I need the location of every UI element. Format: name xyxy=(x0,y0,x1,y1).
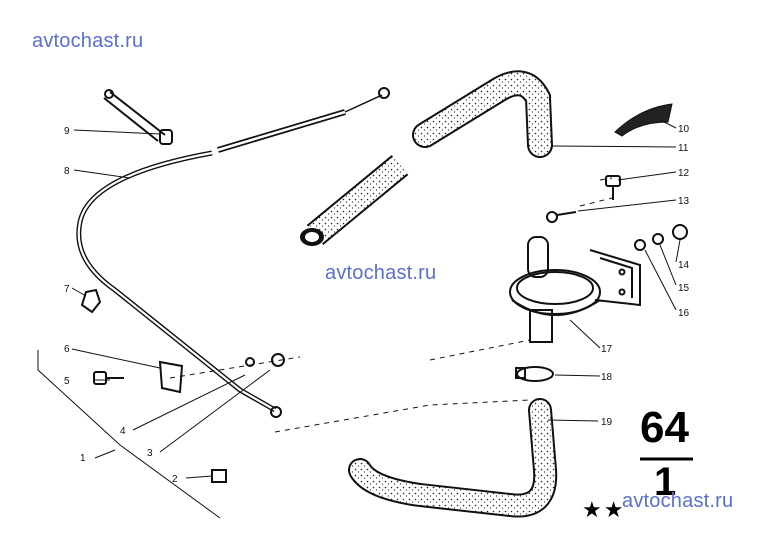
bolt-5 xyxy=(93,371,124,385)
callout-6: 6 xyxy=(64,344,70,355)
callout-10: 10 xyxy=(678,124,690,135)
callout-4: 4 xyxy=(120,426,126,437)
callout-13: 13 xyxy=(678,196,690,207)
washer-15 xyxy=(652,233,664,245)
cable-8 xyxy=(76,87,390,418)
watermark-middle: avtochast.ru xyxy=(325,262,437,284)
stars-mark: ★★ xyxy=(582,498,626,523)
screw-12 xyxy=(605,175,621,200)
valve-17 xyxy=(509,236,641,343)
callout-12: 12 xyxy=(678,168,690,179)
group-number-top: 64 xyxy=(640,403,689,452)
watermark-top: avtochast.ru xyxy=(32,30,144,52)
callout-11: 11 xyxy=(678,143,689,154)
washer-16 xyxy=(634,239,646,251)
callout-17: 17 xyxy=(601,344,613,355)
callout-15: 15 xyxy=(678,283,690,294)
lever-9 xyxy=(103,89,173,145)
callout-18: 18 xyxy=(601,372,613,383)
callout-3: 3 xyxy=(147,448,153,459)
hose-straight xyxy=(300,154,409,246)
leader-lines xyxy=(37,119,681,519)
callout-14: 14 xyxy=(678,260,690,271)
bracket-6 xyxy=(158,360,184,394)
washer-4 xyxy=(245,357,255,367)
assembly-lines xyxy=(169,177,613,433)
clamp-18 xyxy=(515,366,554,382)
clip-7 xyxy=(80,288,102,314)
watermark-bottom: avtochast.ru xyxy=(622,490,734,512)
nut-14 xyxy=(672,224,688,240)
bolt-13 xyxy=(546,211,577,223)
callout-2: 2 xyxy=(172,474,178,485)
callout-7: 7 xyxy=(64,284,70,295)
hose-11 xyxy=(412,70,553,158)
callout-8: 8 xyxy=(64,166,70,177)
callout-19: 19 xyxy=(601,417,613,428)
group-number-bottom: 1 xyxy=(654,460,677,504)
callout-9: 9 xyxy=(64,126,70,137)
callout-numbers: 1 2 3 4 5 6 7 8 9 10 11 12 13 14 15 16 1… xyxy=(64,124,690,485)
grommet-3 xyxy=(271,353,285,367)
clip-nut-2 xyxy=(211,469,227,483)
hose-19 xyxy=(348,398,558,518)
callout-16: 16 xyxy=(678,308,690,319)
callout-1: 1 xyxy=(80,453,86,464)
callout-5: 5 xyxy=(64,376,70,387)
cap-10 xyxy=(614,103,673,137)
